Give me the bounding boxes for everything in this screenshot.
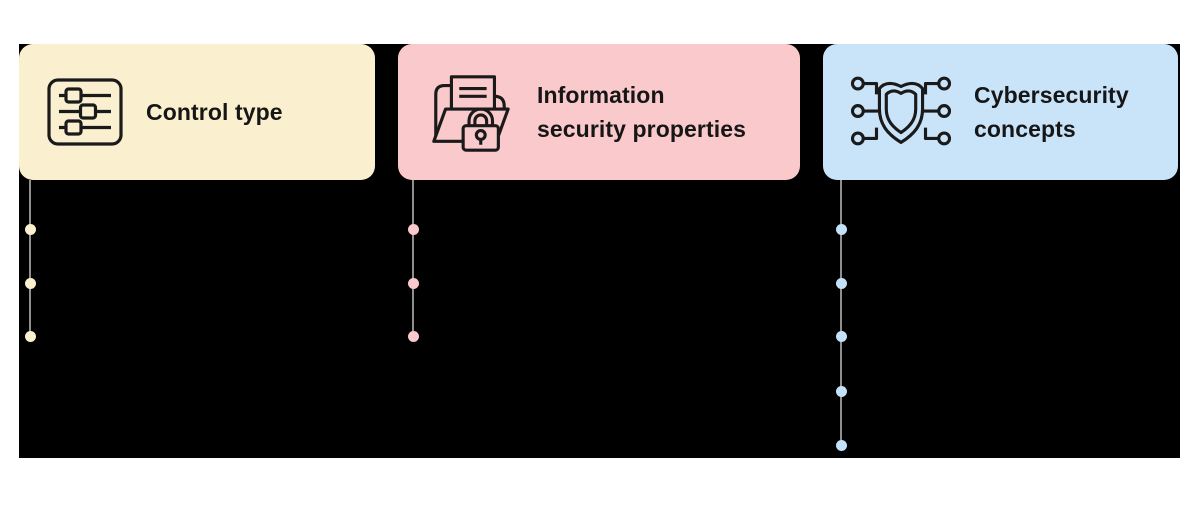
timeline-dot [24,330,36,342]
folder-lock-icon [432,75,510,152]
timeline-dot [407,277,419,289]
timeline-line [840,180,842,445]
card-title: Control type [146,99,283,125]
card-title: Cybersecurity concepts [974,82,1129,142]
timeline-dot [835,330,847,342]
timeline-dot [835,439,847,451]
sliders-icon [47,78,123,146]
card-information-security-properties: Information security properties [398,44,800,180]
card-title: Information security properties [537,82,746,142]
timeline-dot [835,385,847,397]
card-cybersecurity-concepts: Cybersecurity concepts [823,44,1178,180]
timeline-line [29,180,31,336]
timeline-line [412,180,414,336]
timeline-dot [24,223,36,235]
timeline-dot [835,277,847,289]
card-control-type: Control type [19,44,375,180]
timeline-dot [24,277,36,289]
timeline-dot [407,223,419,235]
timeline-dot [407,330,419,342]
shield-circuit-icon [851,76,951,146]
timeline-dot [835,223,847,235]
